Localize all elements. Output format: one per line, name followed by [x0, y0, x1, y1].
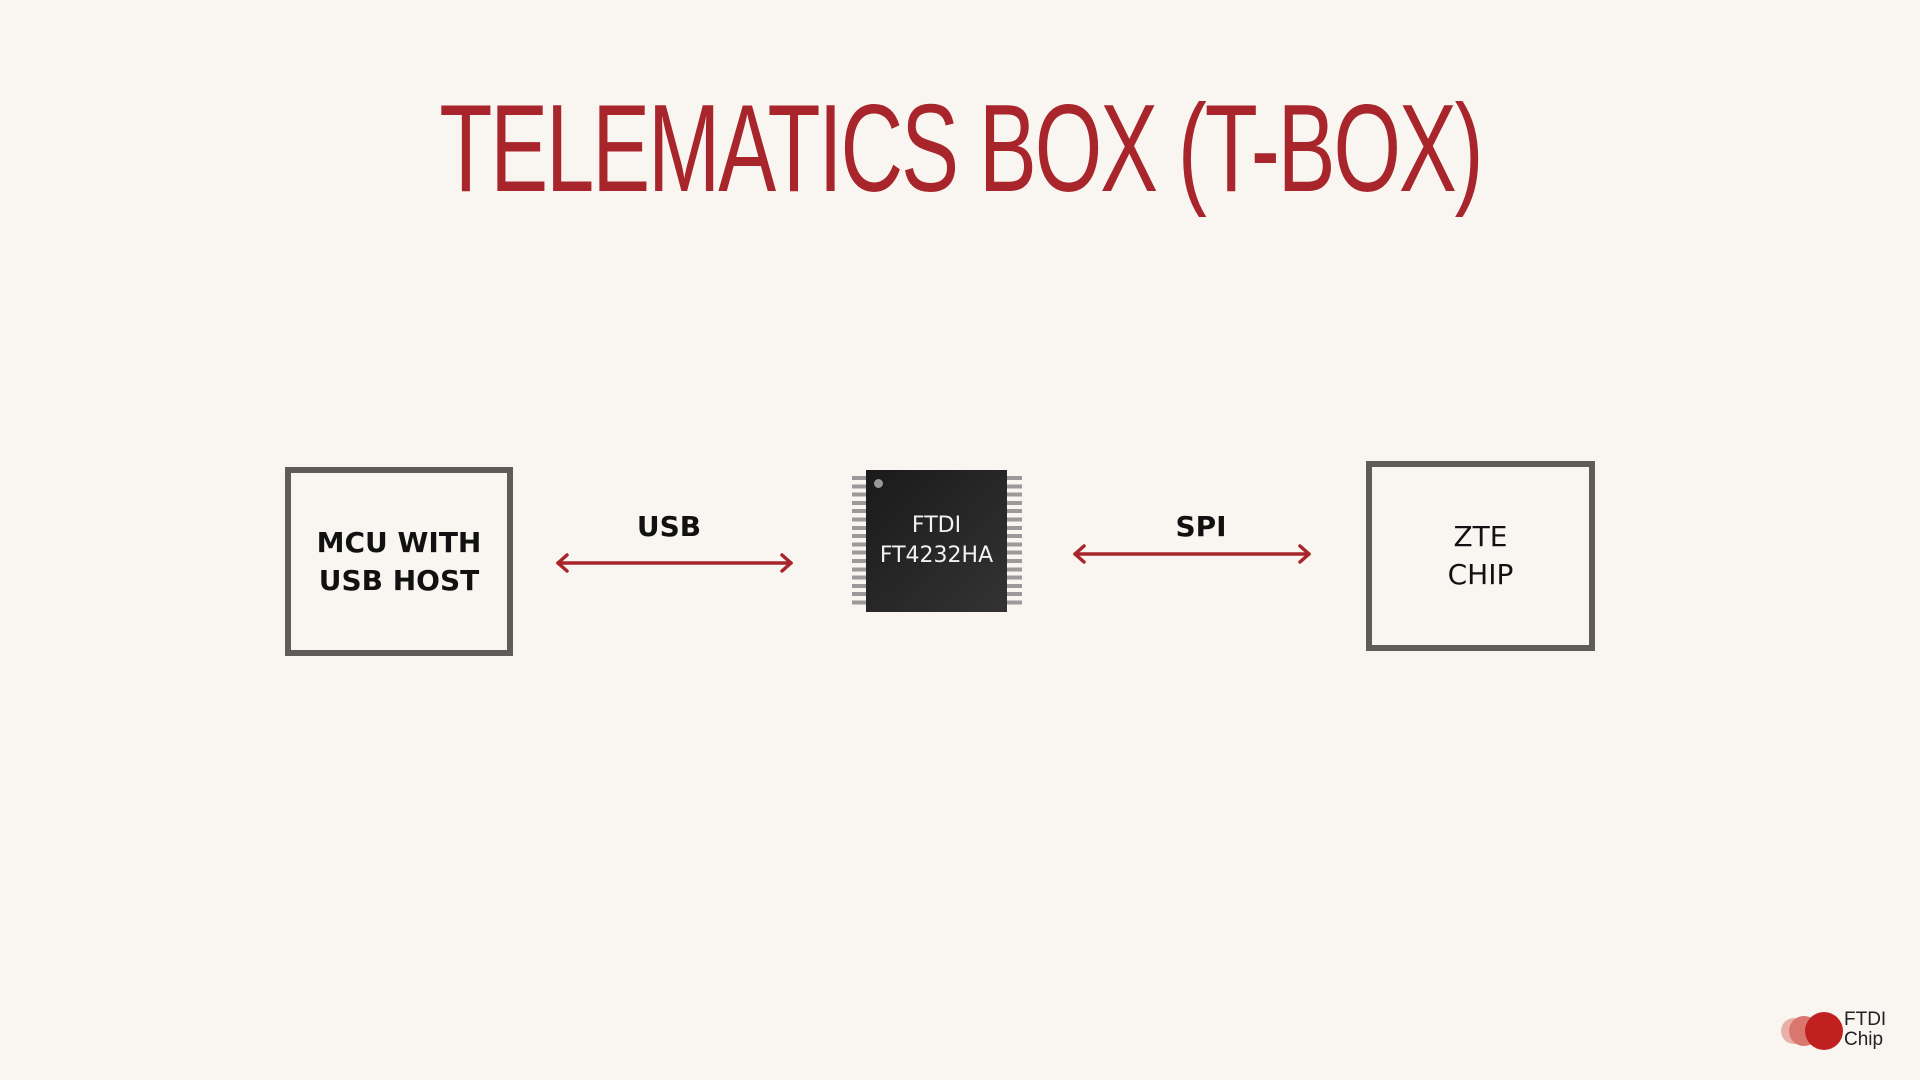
- ftdi-logo-text: FTDI Chip: [1844, 1010, 1886, 1050]
- chip-label-line2: FT4232HA: [879, 543, 994, 568]
- mcu-box-line1: MCU WITH: [316, 525, 482, 559]
- logo-line2: Chip: [1844, 1029, 1884, 1050]
- ftdi-chip: FTDI FT4232HA: [866, 470, 1007, 612]
- ftdi-logo-icon: [1781, 1012, 1843, 1050]
- logo-line1: FTDI: [1844, 1009, 1887, 1030]
- usb-label: USB: [636, 510, 702, 543]
- chip-pins-right: [1007, 476, 1022, 608]
- zte-box-line2: CHIP: [1447, 558, 1514, 591]
- pin1-marker: [874, 479, 883, 488]
- spi-arrow: [1073, 544, 1311, 564]
- chip-pins-left: [852, 476, 867, 608]
- usb-arrow: [556, 553, 793, 573]
- chip-label-line1: FTDI: [911, 513, 962, 538]
- spi-label: SPI: [1175, 510, 1227, 543]
- page-title: TELEMATICS BOX (T-BOX): [438, 80, 1483, 218]
- zte-box-line1: ZTE: [1453, 520, 1508, 553]
- mcu-box-line2: USB HOST: [318, 563, 480, 597]
- mcu-box: MCU WITH USB HOST: [285, 467, 513, 656]
- zte-box: ZTE CHIP: [1366, 461, 1595, 651]
